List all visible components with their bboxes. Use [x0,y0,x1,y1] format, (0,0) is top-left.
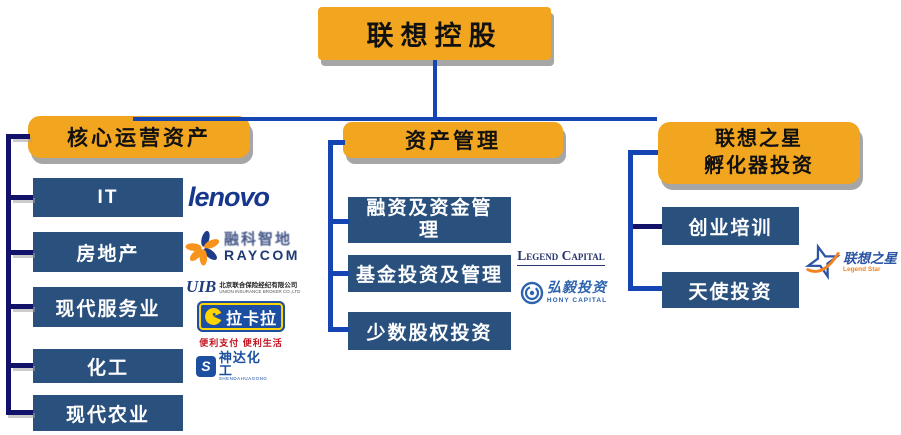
connector-line [433,60,437,118]
lakala-wordmark: 拉卡拉 [225,310,277,328]
item-minority-equity-investment: 少数股权投资 [348,312,511,350]
connector-line [133,117,657,121]
connector-line [633,224,662,229]
item-modern-services: 现代服务业 [33,287,183,327]
shenda-chinese-name: 神达化工 [218,349,261,378]
legend-star-english-name: Legend Star [843,266,881,274]
connector-line [633,150,658,155]
lakala-slogan: 便利支付 便利生活 [199,338,283,348]
item-startup-training: 创业培训 [662,207,799,245]
header-line1: 联想之星 [715,128,803,150]
connector-line [333,271,349,276]
header-line2: 孵化器投资 [704,155,814,177]
item-real-estate: 房地产 [33,232,183,272]
connector-line [633,286,662,291]
raycom-wordmark: RAYCOM [224,246,300,263]
item-chemicals: 化工 [33,349,183,383]
legend-capital-wordmark: Legend Capital [517,248,605,266]
shenda-s-icon: S [196,355,216,377]
connector-line [6,410,33,415]
uib-wordmark: UIB [186,277,217,296]
connector-line [11,363,33,368]
item-fund-investment-management: 基金投资及管理 [348,255,511,292]
root-node: 联想控股 [318,7,551,60]
shenda-logo: S 神达化工 SHENDAHUAGONG [196,351,272,381]
hony-chinese-name: 弘毅投资 [547,281,607,297]
core-assets-header: 核心运营资产 [28,116,250,158]
hony-english-name: HONY CAPITAL [546,296,608,304]
shenda-romanized-name: SHENDAHUAGONG [218,375,268,381]
lenovo-logo: lenovo [188,182,270,212]
connector-line [628,150,633,291]
connector-line [333,140,345,145]
raycom-logo: 融科智地 RAYCOM [184,227,300,267]
item-financing-fund-management: 融资及资金管理 [348,197,511,243]
connector-line [11,250,33,255]
item-it: IT [33,178,183,217]
connector-line [6,134,11,415]
uib-logo: UIB 北京联合保险经纪有限公司 UNION INSURANCE BROKER … [186,277,301,296]
legend-star-incubator-header: 联想之星 孵化器投资 [658,122,860,184]
item-angel-investment: 天使投资 [662,272,799,308]
item-label: 融资及资金管理 [366,198,493,241]
raycom-chinese-name: 融科智地 [224,230,293,248]
connector-line [333,219,349,224]
uib-chinese-name: 北京联合保险经纪有限公司 [219,282,298,289]
legend-capital-logo: Legend Capital [513,245,609,268]
lakala-logo: 拉卡拉 [197,301,285,332]
item-modern-agriculture: 现代农业 [33,395,183,431]
uib-english-name: UNION INSURANCE BROKER CO.,LTD [219,289,301,294]
hony-rings-icon [520,281,544,305]
connector-line [333,327,349,332]
legend-star-star-icon [804,242,842,282]
hony-capital-logo: 弘毅投资 HONY CAPITAL [515,276,612,309]
connector-line [11,195,33,200]
asset-management-header: 资产管理 [343,122,563,158]
legend-star-chinese-name: 联想之星 [843,250,897,266]
connector-line [11,304,33,309]
connector-line [11,134,30,139]
connector-line [328,140,333,332]
legend-star-logo: 联想之星 Legend Star [800,233,901,291]
lakala-pacman-icon [205,308,222,325]
raycom-starburst-icon [184,227,222,267]
